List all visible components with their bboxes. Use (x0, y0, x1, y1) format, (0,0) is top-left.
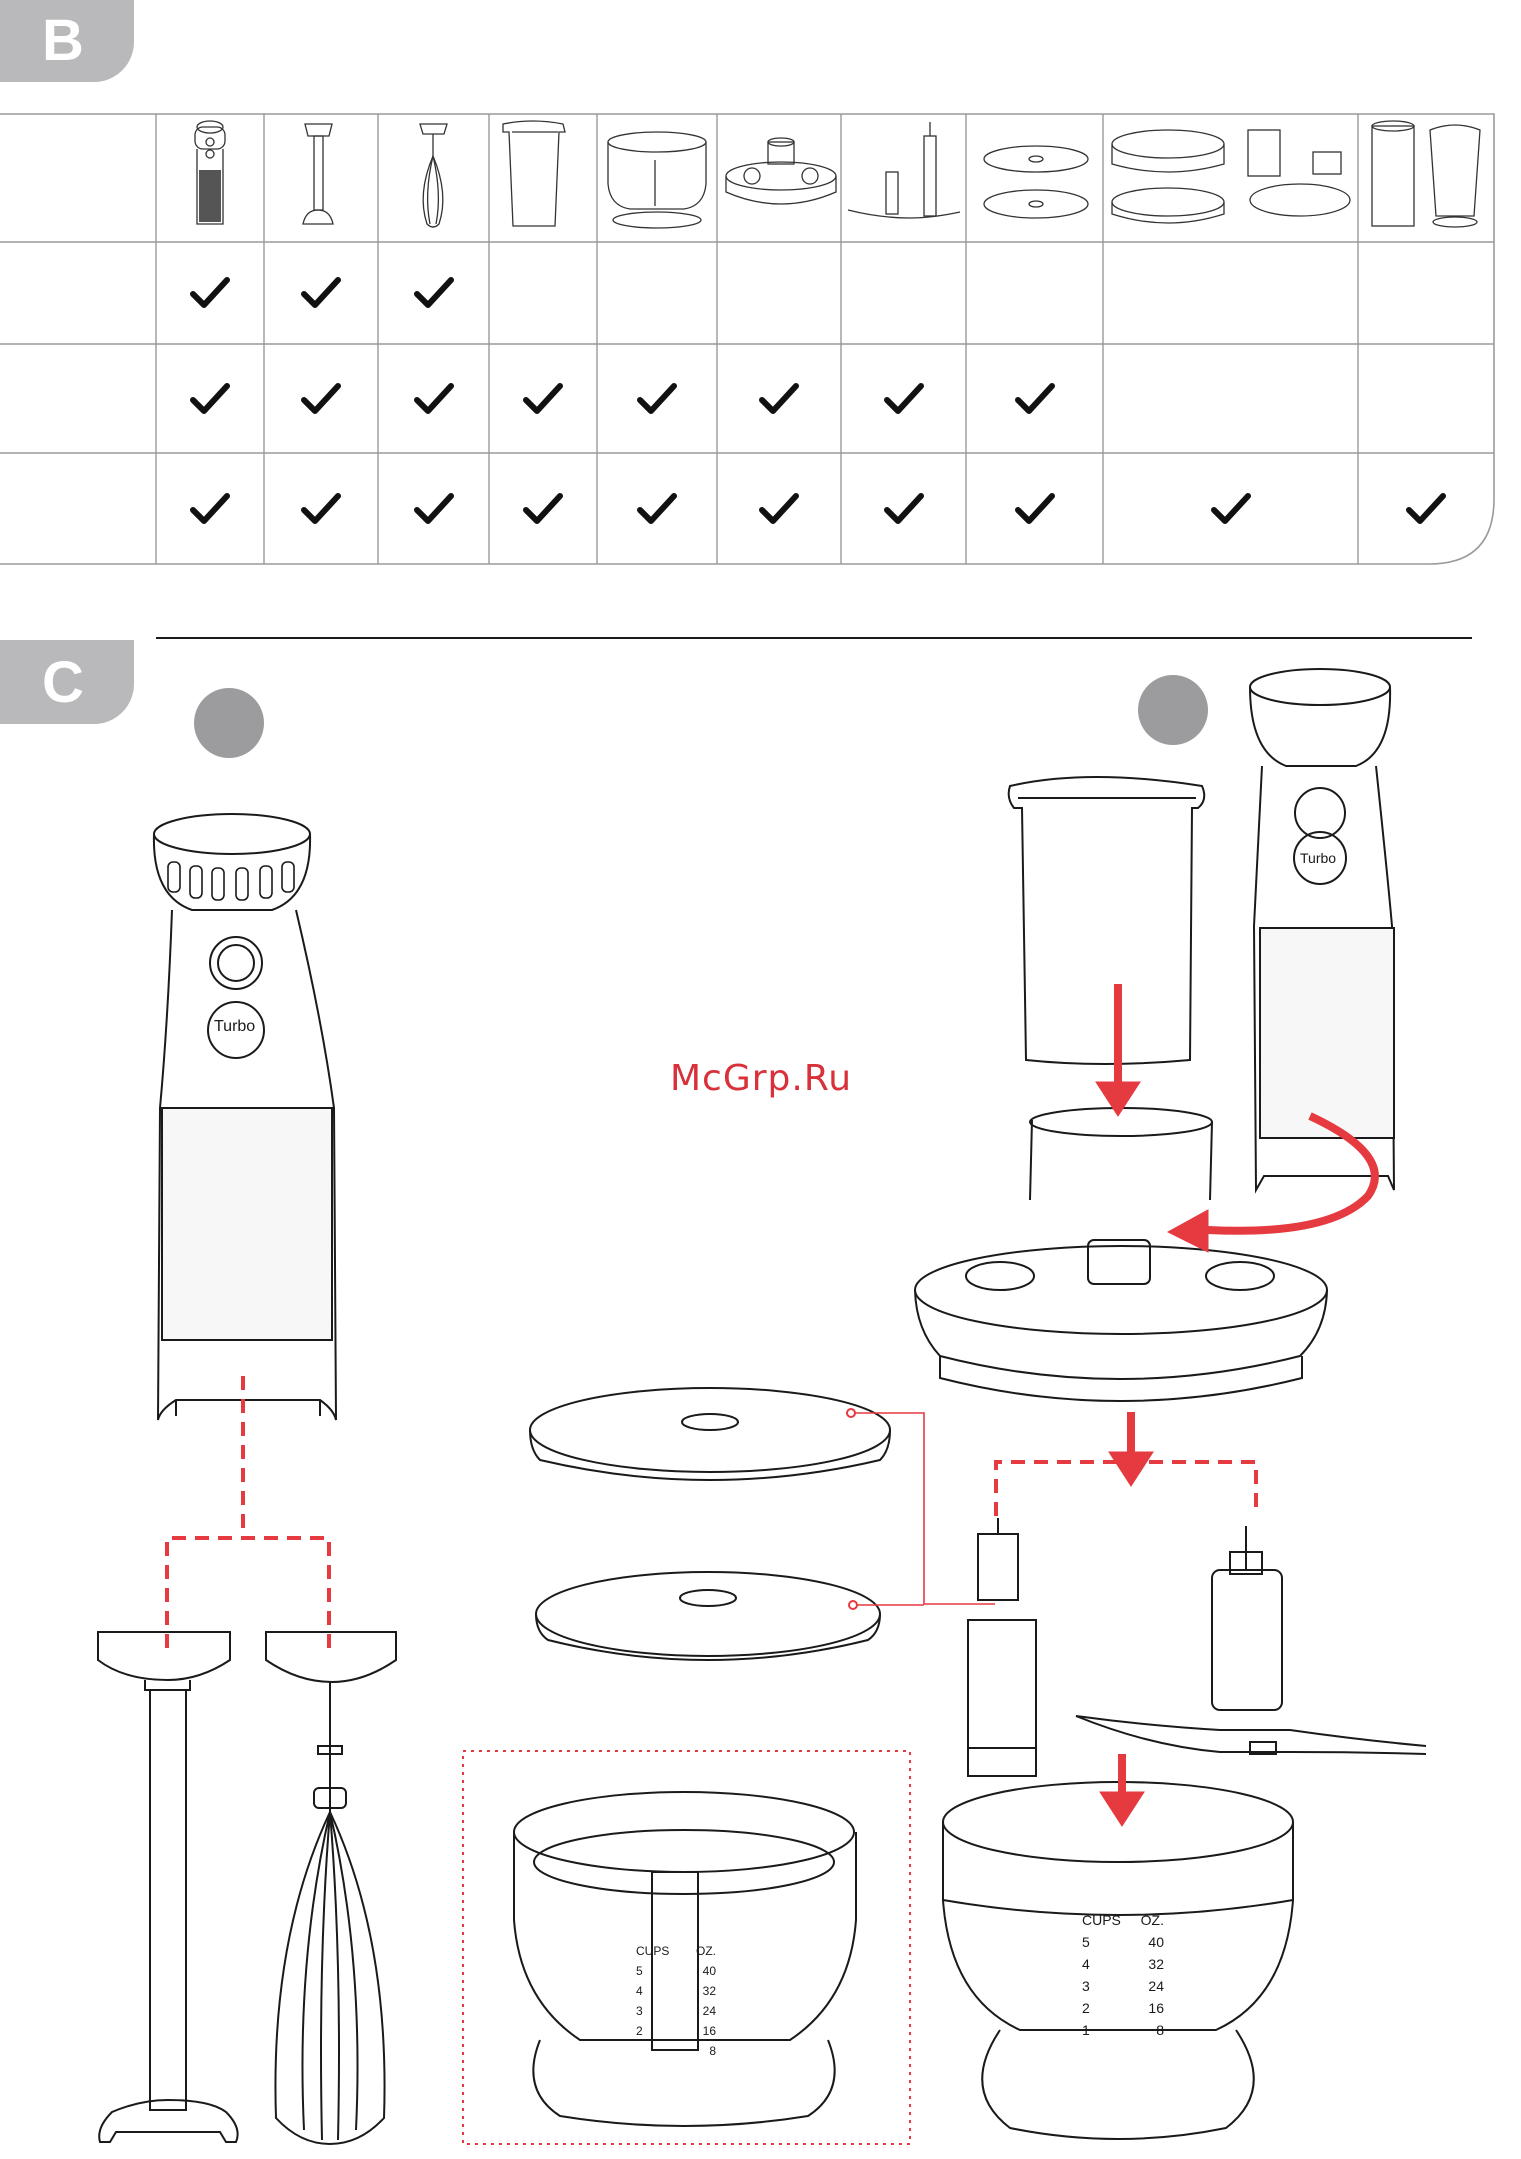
cups-label: CUPS (1082, 1912, 1121, 1928)
cups-5: 5 (1082, 1934, 1090, 1950)
cups-3: 3 (636, 2004, 643, 2018)
bowl-scale-left: CUPS OZ. 5 40 4 32 3 24 2 16 8 (636, 1944, 716, 2058)
oz-40: 40 (1148, 1934, 1164, 1950)
cups-5: 5 (636, 1964, 643, 1978)
turbo-label-left: Turbo (214, 1018, 255, 1036)
oz-40: 40 (703, 1964, 716, 1978)
oz-32: 32 (1148, 1956, 1164, 1972)
oz-16: 16 (1148, 2000, 1164, 2016)
turbo-label-right: Turbo (1300, 850, 1336, 866)
oz-label: OZ. (696, 1944, 716, 1958)
oz-32: 32 (703, 1984, 716, 1998)
cups-2: 2 (1082, 2000, 1090, 2016)
bowl-scale-right: CUPS OZ. 5 40 4 32 3 24 2 16 1 8 (1082, 1912, 1164, 2038)
oz-8: 8 (1156, 2022, 1164, 2038)
cups-4: 4 (1082, 1956, 1090, 1972)
oz-label: OZ. (1141, 1912, 1164, 1928)
oz-24: 24 (703, 2004, 716, 2018)
cups-1: 1 (1082, 2022, 1090, 2038)
cups-3: 3 (1082, 1978, 1090, 1994)
cups-label: CUPS (636, 1944, 669, 1958)
oz-24: 24 (1148, 1978, 1164, 1994)
oz-8: 8 (709, 2044, 716, 2058)
cups-2: 2 (636, 2024, 643, 2038)
cups-4: 4 (636, 1984, 643, 1998)
oz-16: 16 (703, 2024, 716, 2038)
